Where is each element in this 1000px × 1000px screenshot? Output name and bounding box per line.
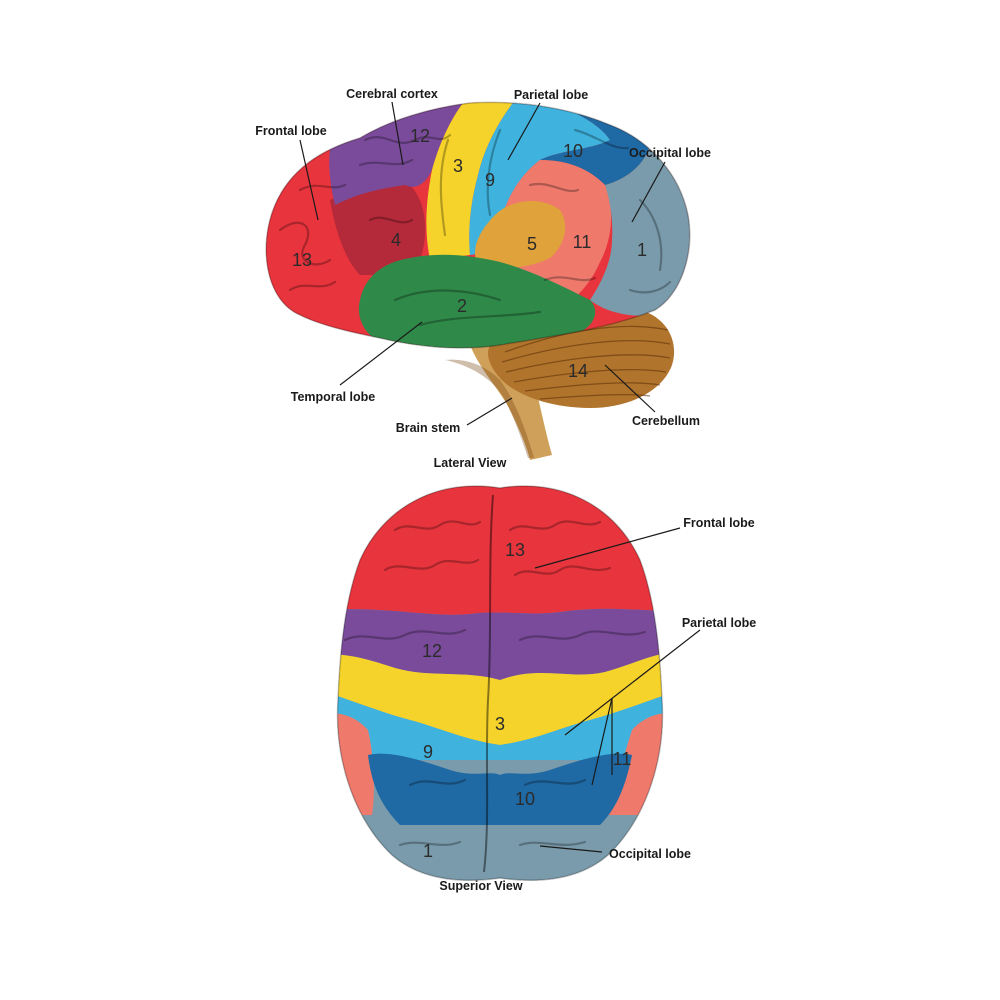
sup-number-12: 12 [422,641,442,661]
lat-number-5: 5 [527,234,537,254]
lat-number-4: 4 [391,230,401,250]
label-parietal-lobe: Parietal lobe [514,88,588,102]
label-temporal-lobe: Temporal lobe [291,390,376,404]
cerebellum-folds [501,325,671,400]
caption-lateral-view: Lateral View [434,456,507,470]
leader-frontal-lobe [299,139,319,221]
sup-label-parietal-lobe: Parietal lobe [682,616,756,630]
label-cerebral-cortex: Cerebral cortex [346,87,438,101]
sup-number-3: 3 [495,714,505,734]
angular-region [475,200,566,269]
sup-number-10: 10 [515,789,535,809]
sup-number-13: 13 [505,540,525,560]
sup-motor-region [337,608,663,680]
superior-view: 13 12 3 9 11 10 1 Frontal lobe Parietal … [336,485,756,893]
temporal-lobe-region [358,254,596,348]
lat-number-13: 13 [292,250,312,270]
label-frontal-lobe: Frontal lobe [255,124,327,138]
lateral-view: 12 3 9 10 13 4 5 11 1 2 14 Cerebral cort… [255,87,711,470]
sup-number-9: 9 [423,742,433,762]
cerebrum-outline [265,101,691,349]
caption-superior-view: Superior View [439,879,522,893]
leader-cerebellum [604,364,656,413]
leader-cerebral-cortex [391,101,404,166]
leader-temporal-lobe [339,321,423,386]
sup-leader-occipital-lobe [539,845,603,853]
leader-brain-stem [466,397,513,426]
lat-number-12: 12 [410,126,430,146]
lat-number-1: 1 [637,240,647,260]
parietal-region [469,102,610,255]
premotor-region [330,185,426,275]
sup-frontal-region [337,485,663,615]
sup-leader-parietal-b [591,697,613,786]
lat-number-10: 10 [563,141,583,161]
lat-number-14: 14 [568,361,588,381]
sup-leader-frontal-lobe [534,527,681,569]
sup-leader-parietal-a [564,629,701,736]
lat-number-11: 11 [573,232,592,252]
occipital-region [590,145,690,316]
lat-number-2: 2 [457,296,467,316]
lat-number-9: 9 [485,170,495,190]
sup-supramarginal-left [337,713,374,815]
lat-number-3: 3 [453,156,463,176]
sup-label-occipital-lobe: Occipital lobe [609,847,691,861]
label-brain-stem: Brain stem [396,421,461,435]
sup-midline [483,494,494,873]
sup-label-frontal-lobe: Frontal lobe [683,516,755,530]
superior-outline [336,485,664,881]
leader-parietal-lobe [507,102,541,161]
leader-occipital-lobe [631,161,666,223]
sup-number-11: 11 [613,749,632,769]
sup-number-1: 1 [423,841,433,861]
label-occipital-lobe: Occipital lobe [629,146,711,160]
label-cerebellum: Cerebellum [632,414,700,428]
sup-somatosensory-region [337,650,663,745]
sup-superior-parietal-region [368,753,632,825]
brain-stem-shadow [445,359,534,458]
sup-parietal-region [337,690,663,760]
somatosensory-region [426,102,515,260]
